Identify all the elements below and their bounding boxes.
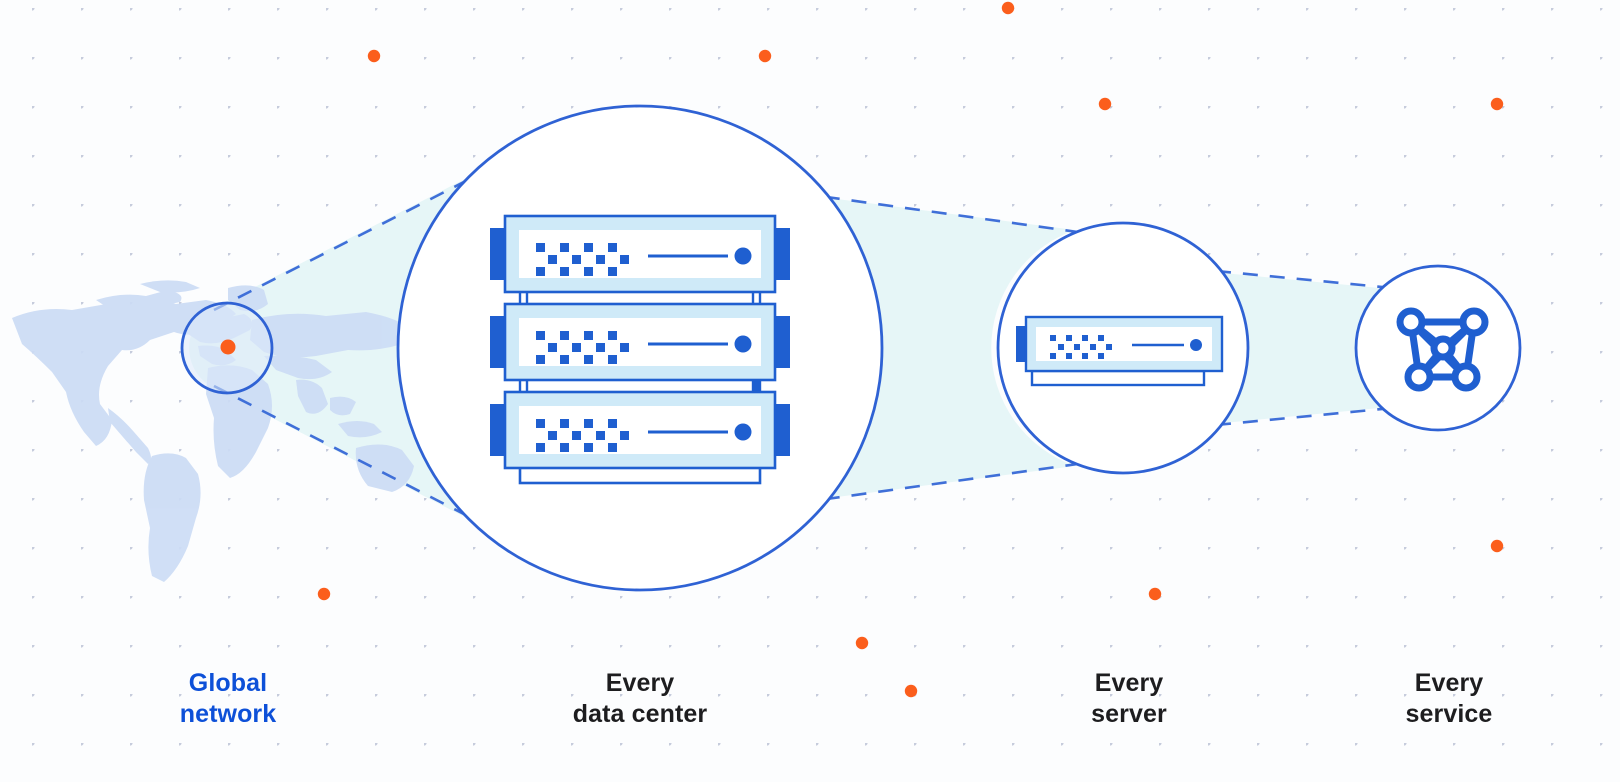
- accent-dot: [1490, 97, 1504, 111]
- accent-dot: [758, 49, 772, 63]
- accent-dot: [855, 636, 869, 650]
- world-map-landmasses: [12, 280, 414, 582]
- dashed-line-upper-2: [797, 191, 1093, 236]
- accent-dot: [1098, 97, 1112, 111]
- accent-dot: [1001, 1, 1015, 15]
- accent-dot: [1490, 539, 1504, 553]
- stage-every-service[interactable]: [1354, 264, 1522, 432]
- stage-label-every-server: Every server: [1091, 669, 1167, 728]
- stage-every-data-center[interactable]: [396, 104, 884, 592]
- accent-dot: [317, 587, 331, 601]
- global-network-marker-dot: [220, 339, 236, 355]
- service-mesh-nodes: [1396, 307, 1489, 392]
- wedge-server-to-service: [1213, 272, 1390, 424]
- accent-dot: [904, 684, 918, 698]
- server-unit-icon: [1016, 315, 1224, 387]
- accent-dot: [1148, 587, 1162, 601]
- server-unit: [490, 302, 790, 382]
- stage-label-every-data-center: Every data center: [572, 669, 708, 728]
- dashed-line-lower-3: [1215, 405, 1404, 427]
- stage-label-every-service: Every service: [1405, 669, 1493, 728]
- stage-global-network[interactable]: [180, 301, 274, 395]
- dashed-line-upper-3: [1215, 269, 1404, 291]
- accent-dot: [367, 49, 381, 63]
- server-unit: [490, 390, 790, 470]
- stage-every-server[interactable]: [996, 221, 1250, 475]
- dashed-line-lower-2: [797, 460, 1093, 505]
- server-rack-icon: [490, 214, 790, 485]
- accent-dot-layer: [317, 1, 1504, 698]
- stage-label-global-network: Global network: [179, 669, 277, 728]
- server-unit: [490, 214, 790, 294]
